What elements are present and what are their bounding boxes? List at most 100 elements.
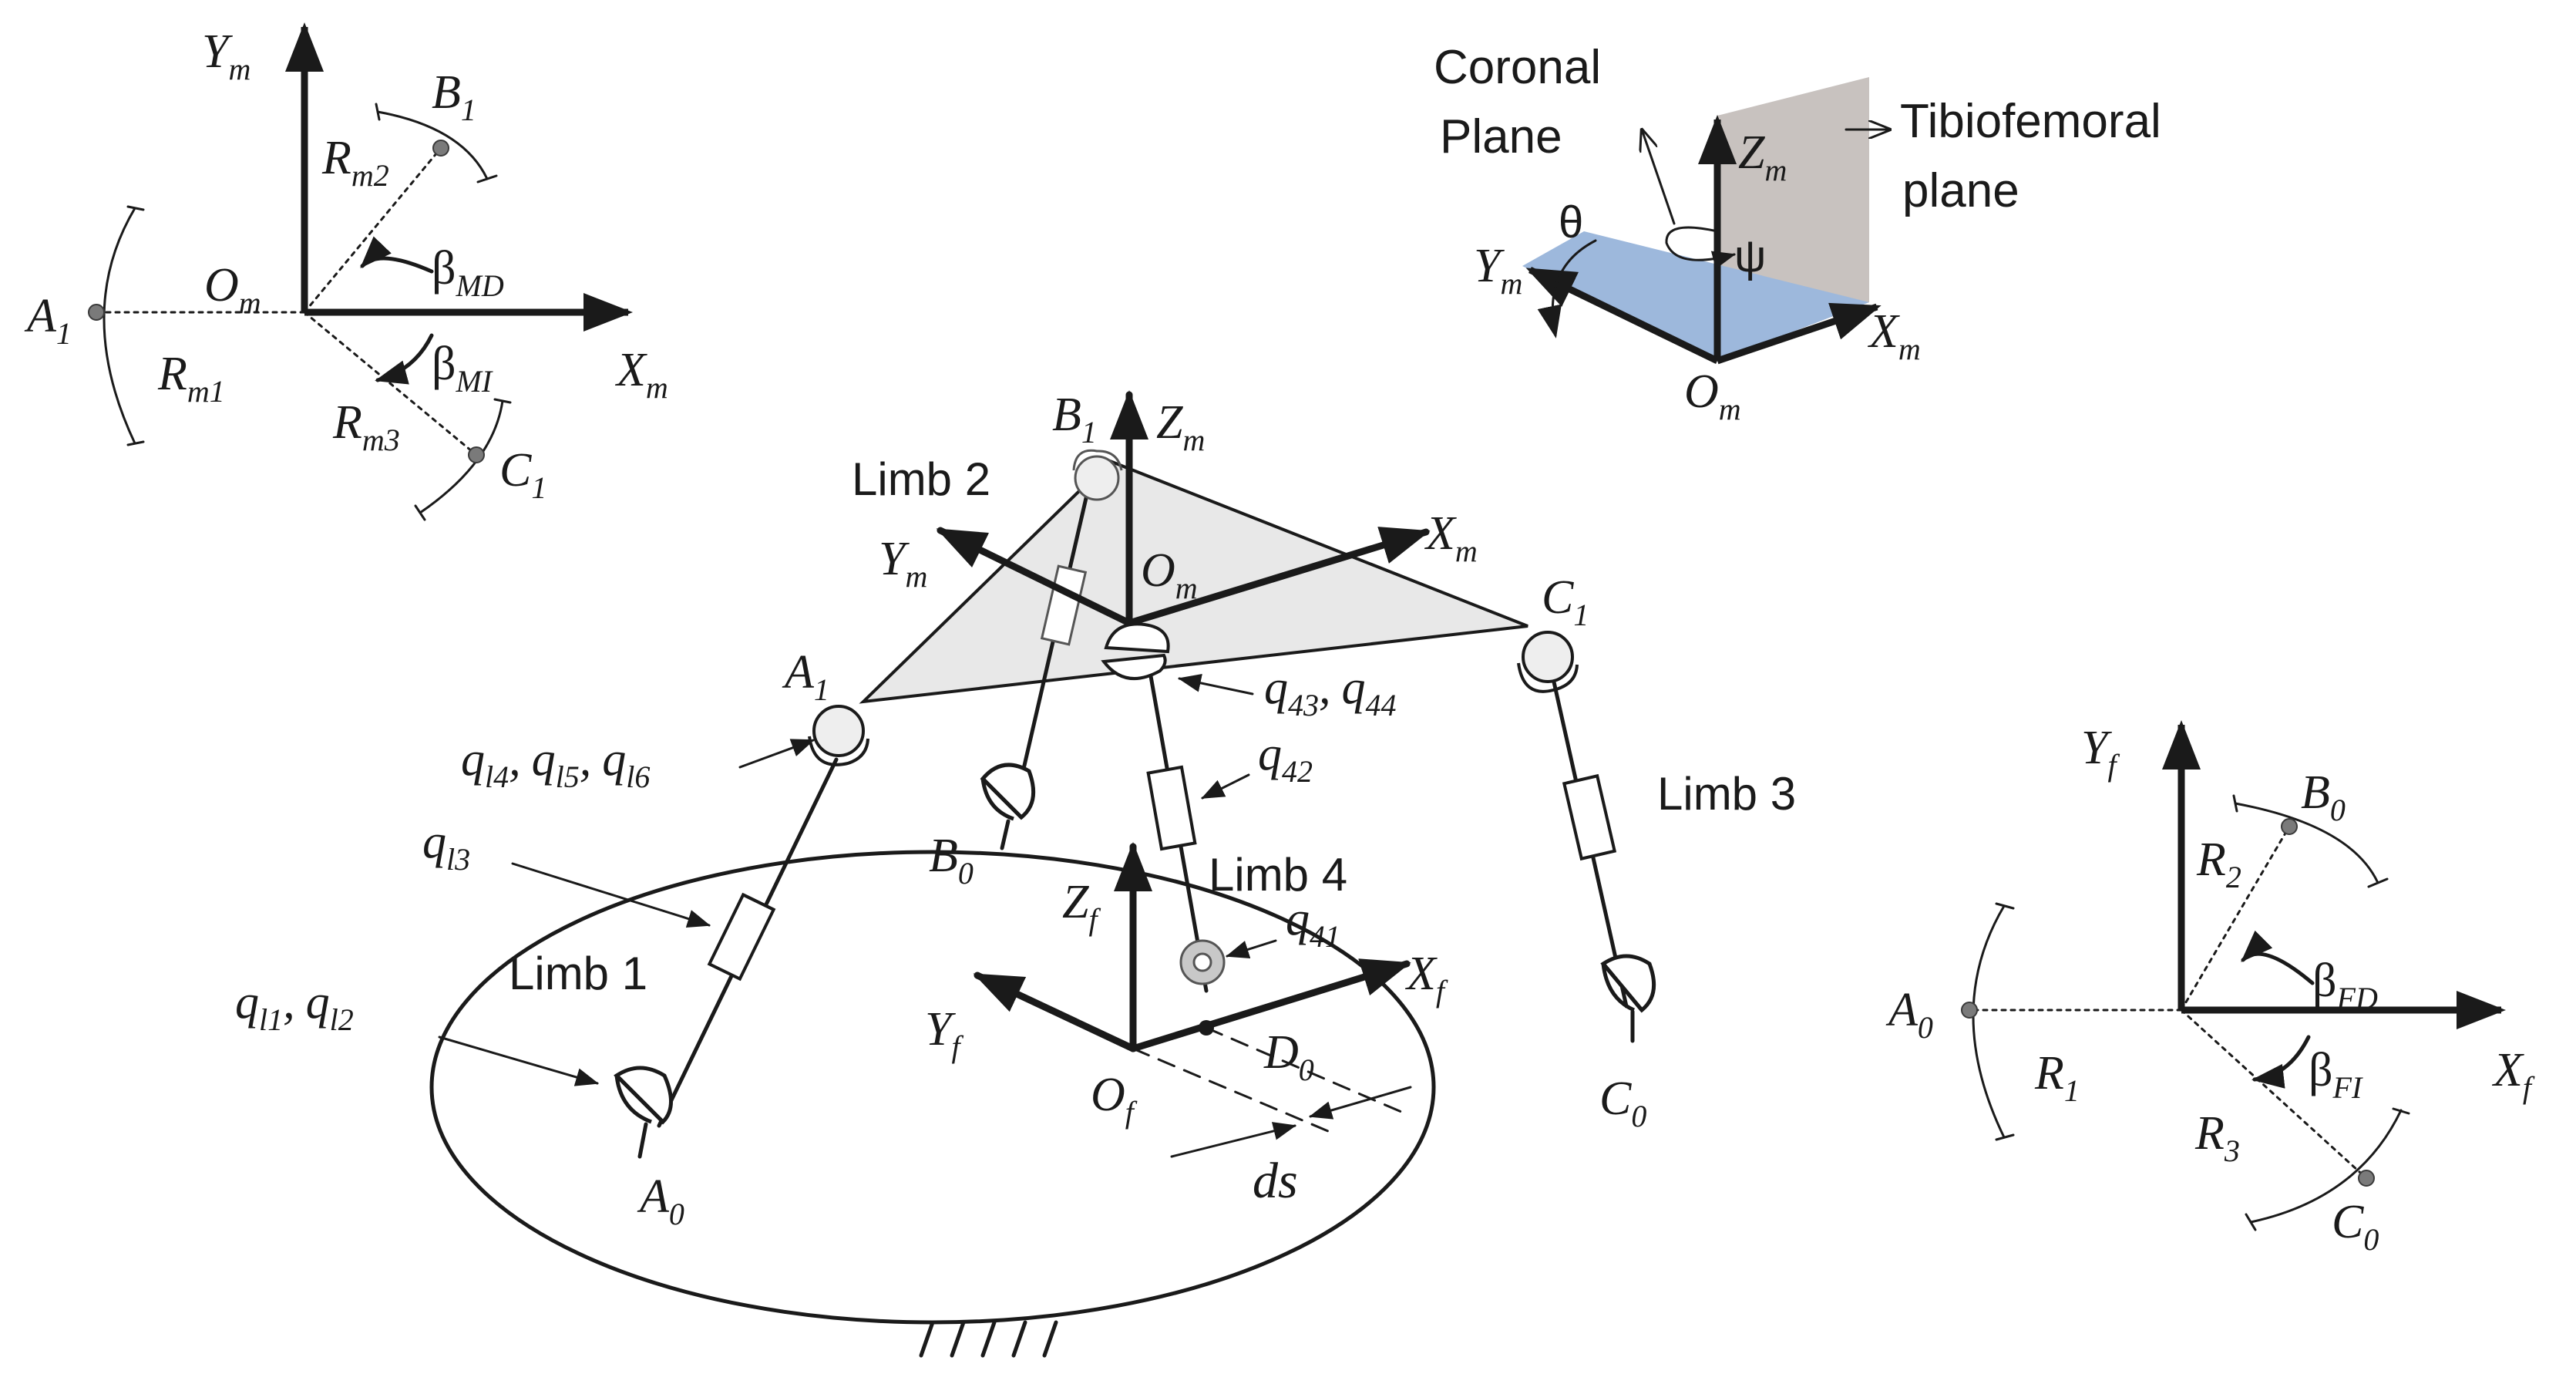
- r2-label: R2: [2196, 833, 2241, 894]
- q-42-leader: [1201, 773, 1250, 800]
- rm1-label: Rm1: [157, 348, 225, 409]
- r3-line: [2180, 1009, 2368, 1180]
- q-l456-leader: [738, 739, 815, 769]
- inset-om-label: Om: [1684, 365, 1741, 426]
- anatomy-planes-inset: Coronal Plane Tibiofemoral plane θ ψ Zm …: [1434, 41, 2161, 426]
- limb-4-prismatic-joint: [1146, 765, 1197, 851]
- main-b1-label: B1: [1052, 389, 1097, 450]
- inset-ym-label: Ym: [1474, 240, 1522, 301]
- of-dashed-line: [1132, 1047, 1335, 1135]
- main-c1-label: C1: [1542, 571, 1589, 632]
- rm3-label: Rm3: [332, 396, 400, 457]
- coronal-plane-label: Plane: [1440, 110, 1562, 163]
- limb-4-top-joint-icon: [1101, 622, 1170, 681]
- psi-rotation-arrow: [1665, 226, 1736, 269]
- q-41-leader: [1226, 939, 1277, 958]
- beta-md-label: βMD: [432, 242, 504, 303]
- beta-mi-label: βMI: [432, 338, 493, 399]
- a0-universal-joint-icon: [614, 1066, 673, 1159]
- main-xm-label: Xm: [1424, 507, 1478, 568]
- beta-fi-arrow: [2251, 1035, 2311, 1089]
- point-b1: [432, 140, 449, 157]
- tibiofemoral-plane-label: plane: [1902, 164, 2019, 217]
- point-a1: [88, 304, 105, 321]
- main-a0-label: A0: [637, 1170, 684, 1231]
- xf-axis: [1129, 958, 1411, 1052]
- limb-4-washer-icon: [1179, 939, 1226, 985]
- limb-3-prismatic-joint: [1562, 773, 1617, 861]
- xm-label: Xm: [614, 344, 668, 405]
- b1-label: B1: [432, 66, 476, 127]
- ground-hatch-icon: [919, 1320, 1058, 1358]
- r3-arc: [2249, 1109, 2403, 1224]
- q-l3-leader: [511, 862, 711, 928]
- q-4344-label: q43,q44: [1264, 662, 1397, 722]
- q-4344-leader: [1178, 674, 1254, 695]
- point-a0: [1961, 1002, 1978, 1019]
- r1-arc: [1972, 904, 2006, 1139]
- point-b0: [2281, 818, 2298, 835]
- ym-label: Ym: [202, 25, 251, 86]
- parallel-mechanism: Limb 2 Limb 3 Limb 4 Limb 1 A1 B1 C1 A0 …: [235, 389, 1796, 1358]
- main-zm-label: Zm: [1156, 396, 1205, 457]
- theta-rotation-arrow: [1537, 239, 1597, 338]
- limb-2-label: Limb 2: [852, 453, 990, 505]
- beta-mi-arrow: [375, 333, 434, 385]
- inset-zm-label: Zm: [1738, 126, 1787, 187]
- theta-label: θ: [1559, 197, 1583, 248]
- yf-plan-label: Yf: [2081, 722, 2120, 783]
- main-c0-label: C0: [1599, 1073, 1646, 1133]
- yf-axis: [973, 972, 1137, 1052]
- d0-dashed-line: [1205, 1026, 1408, 1116]
- moving-frame-plan: Ym Xm Om A1 B1 C1 Rm1 Rm2 Rm3 βMD βMI: [24, 22, 668, 521]
- main-om-label: Om: [1141, 544, 1198, 605]
- beta-fi-label: βFI: [2309, 1044, 2363, 1105]
- ym-axis-main: [936, 527, 1133, 627]
- b0-universal-joint-icon: [980, 763, 1036, 850]
- q-l3-label: ql3: [422, 816, 470, 877]
- point-c0: [2358, 1170, 2375, 1187]
- a0-plan-label: A0: [1885, 984, 1933, 1045]
- c0-plan-label: C0: [2332, 1196, 2379, 1257]
- coronal-leader: [1642, 130, 1676, 225]
- inset-xm-axis: [1716, 302, 1882, 365]
- q-l12-leader: [438, 1036, 599, 1086]
- main-xf-label: Xf: [1404, 948, 1448, 1009]
- q-l12-label: ql1,ql2: [235, 976, 354, 1037]
- q-l456-label: ql4,ql5,ql6: [461, 733, 650, 794]
- limb-3-label: Limb 3: [1657, 768, 1796, 820]
- beta-fd-label: βFD: [2312, 955, 2378, 1015]
- coronal-label: Coronal: [1434, 41, 1601, 94]
- r2-arc: [2234, 802, 2379, 884]
- limb-4-label: Limb 4: [1209, 849, 1347, 901]
- a1-label: A1: [24, 290, 72, 351]
- inset-ym-axis: [1525, 266, 1719, 365]
- rm1-arc: [103, 207, 136, 445]
- main-yf-label: Yf: [925, 1003, 963, 1064]
- limb-2-prismatic-joint: [1040, 564, 1088, 646]
- a1-spherical-joint-icon: [808, 705, 869, 766]
- rm2-line: [303, 146, 442, 314]
- coronal-plane: [1522, 231, 1869, 361]
- ds-arrow-left: [1170, 1122, 1296, 1158]
- point-c1: [468, 446, 485, 463]
- ds-label: ds: [1253, 1153, 1298, 1209]
- limb-1-prismatic-joint: [707, 892, 776, 982]
- beta-md-arrow: [360, 236, 434, 274]
- fixed-frame-plan: Yf Xf A0 B0 C0 R1 R2 R3 βFD βFI: [1885, 720, 2535, 1257]
- main-ym-label: Ym: [879, 533, 927, 594]
- rm2-label: Rm2: [321, 132, 389, 193]
- c0-universal-joint-icon: [1600, 954, 1656, 1043]
- c1-label: C1: [499, 444, 546, 505]
- base-platform: [429, 850, 1436, 1325]
- b0-plan-label: B0: [2301, 766, 2346, 827]
- beta-fd-arrow: [2241, 930, 2315, 985]
- r1-label: R1: [2034, 1047, 2080, 1108]
- xf-plan-label: Xf: [2491, 1044, 2535, 1105]
- main-zf-label: Zf: [1062, 876, 1101, 937]
- r3-label: R3: [2194, 1107, 2240, 1168]
- c1-spherical-joint-icon: [1517, 631, 1579, 693]
- main-of-label: Of: [1091, 1069, 1138, 1130]
- main-a1-label: A1: [782, 646, 829, 707]
